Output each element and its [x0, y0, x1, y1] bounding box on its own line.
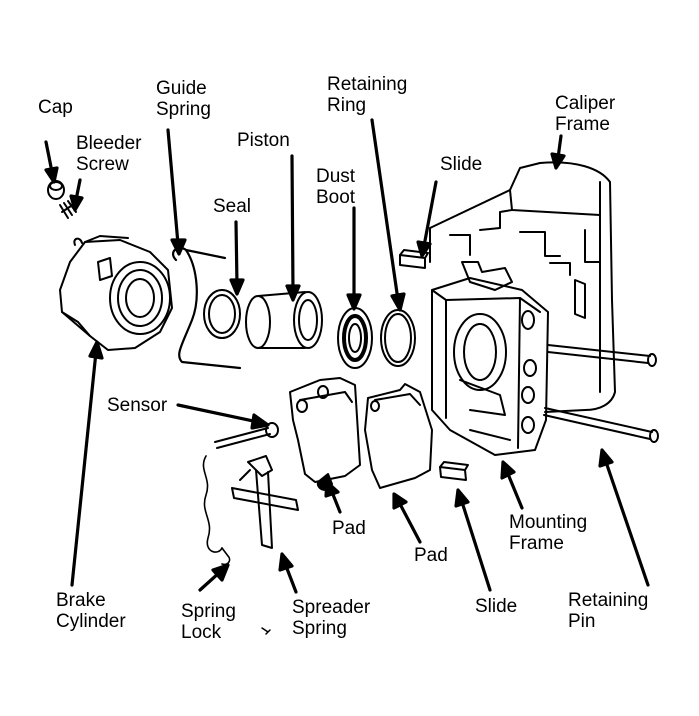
- label-line: Frame: [509, 533, 564, 554]
- label-guide-spring: Guide Spring: [156, 78, 211, 120]
- retaining-ring-arrow-line: [370, 118, 400, 302]
- spreader-spring-arrow-line: [284, 564, 298, 594]
- pad-left-arrow-line: [330, 490, 342, 514]
- label-line: Spreader: [292, 597, 371, 618]
- pad-right-arrow-head: [392, 492, 408, 510]
- dust-boot-part: [337, 307, 373, 369]
- label-line: Spring: [292, 618, 347, 639]
- label-line: Guide: [156, 78, 207, 99]
- label-line: Pin: [568, 611, 596, 632]
- label-line: Frame: [555, 114, 610, 135]
- label-piston: Piston: [237, 130, 290, 151]
- label-brake-cylinder: Brake Cylinder: [56, 590, 126, 632]
- label-cap: Cap: [38, 97, 73, 118]
- label-line: Piston: [237, 130, 290, 151]
- label-line: Cap: [38, 97, 73, 118]
- guide-spring-arrow-head: [170, 238, 187, 256]
- label-line: Slide: [475, 596, 518, 617]
- label-retaining-pin: Retaining Pin: [568, 590, 648, 632]
- label-slide-bottom: Slide: [475, 596, 517, 617]
- pad-left-part: [289, 377, 361, 491]
- label-pad-left: Pad: [332, 518, 366, 539]
- cap-arrow-line: [44, 140, 54, 174]
- cap-arrow-head: [44, 166, 59, 184]
- slide-bottom-part: [439, 461, 469, 481]
- bleeder-arrow-head: [69, 194, 84, 212]
- brake-cylinder-arrow-line: [70, 350, 98, 587]
- mounting-frame-part: [431, 261, 549, 456]
- piston-arrow-line: [290, 154, 295, 294]
- seal-arrow-head: [229, 278, 245, 296]
- label-line: Screw: [76, 154, 129, 175]
- label-spreader-spring: Spreader Spring: [292, 597, 370, 639]
- label-line: Bleeder: [76, 133, 142, 154]
- label-line: Dust: [316, 166, 356, 187]
- slide-top-part: [399, 249, 429, 269]
- label-line: Caliper: [555, 93, 616, 114]
- label-line: Boot: [316, 187, 356, 208]
- label-bleeder-screw: Bleeder Screw: [76, 133, 142, 175]
- label-line: Retaining: [568, 590, 649, 611]
- label-sensor: Sensor: [107, 395, 167, 416]
- slide-top-arrow-head: [416, 240, 432, 258]
- dust-boot-arrow-head: [346, 293, 362, 311]
- caliper-frame-part: [429, 161, 616, 413]
- spring-lock-arrow-head: [211, 563, 230, 582]
- mounting-frame-arrow-line: [506, 472, 524, 510]
- label-line: Ring: [327, 95, 367, 116]
- caliper-frame-arrow-head: [550, 152, 566, 170]
- sensor-arrow-line: [176, 403, 260, 424]
- retaining-ring-part: [380, 309, 416, 367]
- label-line: Sensor: [107, 395, 168, 416]
- brake-cylinder-part: [59, 235, 173, 351]
- label-pad-right: Pad: [414, 545, 448, 566]
- retaining-pin-arrow-head: [598, 448, 614, 468]
- sensor-arrow-head: [250, 413, 270, 430]
- label-line: Spring: [181, 601, 236, 622]
- spreader-spring-arrow-head: [278, 552, 294, 572]
- guide-spring-part: [171, 246, 242, 370]
- retaining-ring-arrow-head: [390, 292, 406, 312]
- retaining-pin-arrow-line: [604, 460, 650, 587]
- label-mounting-frame: Mounting Frame: [509, 512, 587, 554]
- label-line: Lock: [181, 622, 222, 643]
- retaining-pin-part: [543, 344, 659, 443]
- slide-bottom-arrow-line: [460, 500, 492, 592]
- label-line: Slide: [440, 154, 483, 175]
- seal-part: [203, 289, 241, 339]
- label-line: Mounting: [509, 512, 588, 533]
- spreader-spring-part: [231, 455, 299, 549]
- pad-right-part: [364, 383, 433, 489]
- spring-lock-part: [202, 455, 231, 566]
- label-line: Spring: [156, 99, 211, 120]
- label-line: Retaining: [327, 74, 408, 95]
- label-spring-lock: Spring Lock: [181, 601, 236, 643]
- sensor-part: [214, 422, 279, 449]
- mounting-frame-arrow-head: [500, 460, 516, 480]
- label-line: Seal: [213, 196, 252, 217]
- label-line: Pad: [414, 545, 448, 566]
- label-dust-boot: Dust Boot: [316, 166, 355, 208]
- label-line: Pad: [332, 518, 366, 539]
- slide-bottom-arrow-head: [454, 488, 470, 508]
- slide-top-arrow-line: [422, 180, 438, 248]
- piston-arrow-head: [285, 284, 301, 302]
- pad-left-arrow-head: [324, 480, 340, 498]
- seal-arrow-line: [234, 220, 239, 287]
- stray-mark: [261, 627, 271, 635]
- leader-arrows: [44, 118, 650, 594]
- brake-cylinder-arrow-head: [88, 340, 104, 360]
- label-seal: Seal: [213, 196, 251, 217]
- cap-part: [47, 180, 65, 200]
- label-line: Brake: [56, 590, 106, 611]
- label-line: Cylinder: [56, 611, 126, 632]
- label-caliper-frame: Caliper Frame: [555, 93, 615, 135]
- label-retaining-ring: Retaining Ring: [327, 74, 407, 116]
- label-slide-top: Slide: [440, 154, 482, 175]
- guide-spring-arrow-line: [166, 128, 180, 246]
- piston-part: [245, 291, 323, 349]
- pad-right-arrow-line: [398, 502, 422, 544]
